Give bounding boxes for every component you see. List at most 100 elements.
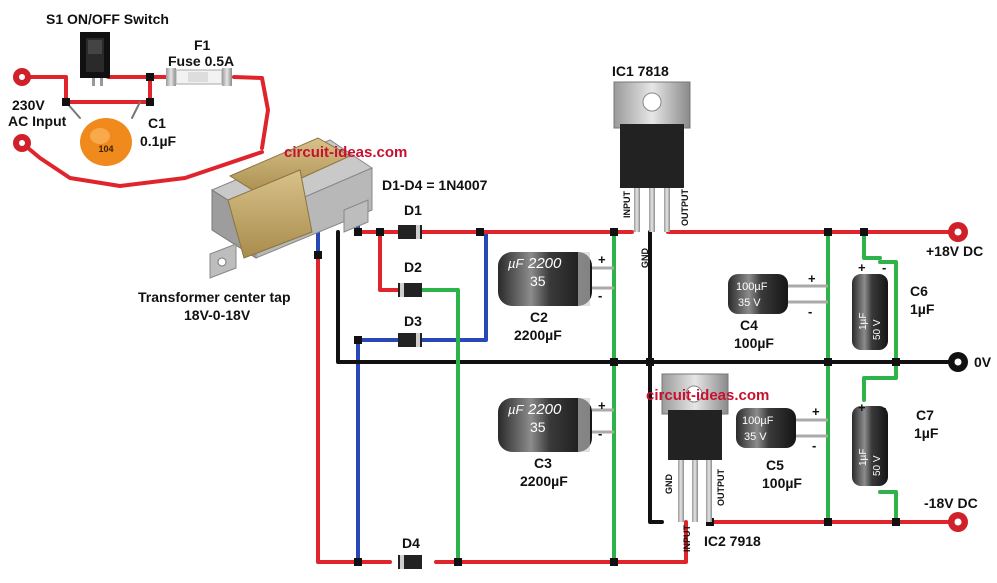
pos-output-label: +18V DC <box>926 243 983 259</box>
ic2-regulator <box>661 373 729 522</box>
c5-capvolt: 35 V <box>744 431 767 443</box>
fuse-name-label: F1 <box>194 37 211 53</box>
c3-capvolt: 35 <box>530 419 546 435</box>
watermark-top: circuit-ideas.com <box>284 144 407 161</box>
diode-d4 <box>398 555 422 569</box>
d3-label: D3 <box>404 313 422 329</box>
c6-minus: - <box>882 260 886 275</box>
ic2-gnd-pin: GND <box>664 474 674 495</box>
capacitor-c4: 100µF 35 V + - <box>728 271 828 319</box>
zero-output-label: 0V <box>974 354 992 370</box>
capacitor-c5: 100µF 35 V + - <box>736 404 828 453</box>
ic2-input-pin: INPUT <box>682 524 692 552</box>
pos-output-terminal[interactable] <box>948 222 968 242</box>
wires <box>20 75 960 564</box>
c5-plus: + <box>812 404 820 419</box>
c6-capvolt: 50 V <box>872 319 883 340</box>
transformer <box>209 137 374 279</box>
c2-value-label: 2200µF <box>514 327 562 343</box>
c6-capvalue: 1µF <box>858 313 869 330</box>
c5-capvalue: 100µF <box>742 415 774 427</box>
d1-label: D1 <box>404 202 422 218</box>
green-c7 <box>862 360 898 402</box>
c2-minus: - <box>598 288 602 303</box>
zero-output-terminal[interactable] <box>948 352 968 372</box>
c2-uf: µF <box>508 256 524 271</box>
green-d2 <box>420 288 460 564</box>
c5-name-label: C5 <box>766 457 784 473</box>
ac-input-terminal-2[interactable] <box>13 134 31 152</box>
ac-input-terminal-1[interactable] <box>13 68 31 86</box>
c5-minus: - <box>812 438 816 453</box>
c6-value-label: 1µF <box>910 301 935 317</box>
c5-value-label: 100µF <box>762 475 802 491</box>
c1-name-label: C1 <box>148 115 166 131</box>
watermark-bottom: circuit-ideas.com <box>646 387 769 404</box>
c2-name-label: C2 <box>530 309 548 325</box>
fuse-value-label: Fuse 0.5A <box>168 53 234 69</box>
green-c6 <box>862 230 882 260</box>
switch-s1[interactable] <box>80 32 110 86</box>
secondary-blue-3 <box>356 230 488 564</box>
c4-capvolt: 35 V <box>738 297 761 309</box>
outer-red-left <box>316 253 392 564</box>
ac-wire-bottom <box>20 141 264 188</box>
ic1-input-pin: INPUT <box>622 190 632 218</box>
transformer-name-label: Transformer center tap <box>138 289 291 305</box>
capacitor-c7: 1µF 50 V + - <box>852 400 888 486</box>
c1-ceramic-capacitor: 104 <box>80 118 132 166</box>
capacitor-c3: µF 2200 35 + - <box>498 398 614 452</box>
ic1-gnd-wire <box>648 230 664 524</box>
diode-d2 <box>398 283 422 297</box>
diode-d1 <box>398 225 422 239</box>
diodes-label: D1-D4 = 1N4007 <box>382 177 488 193</box>
c4-plus: + <box>808 271 816 286</box>
c6-name-label: C6 <box>910 283 928 299</box>
ic1-label: IC1 7818 <box>612 63 669 79</box>
neg-output-label: -18V DC <box>924 495 978 511</box>
c3-capvalue: 2200 <box>527 401 562 418</box>
c6-plus: + <box>858 260 866 275</box>
c7-capvalue: 1µF <box>858 449 869 466</box>
d2-red <box>378 230 400 292</box>
c3-name-label: C3 <box>534 455 552 471</box>
c4-value-label: 100µF <box>734 335 774 351</box>
c7-capvolt: 50 V <box>872 455 883 476</box>
junctions <box>62 73 900 566</box>
ac-wire-top <box>20 75 198 104</box>
c2-plus: + <box>598 252 606 267</box>
c4-minus: - <box>808 304 812 319</box>
ic2-label: IC2 7918 <box>704 533 761 549</box>
ic1-regulator <box>613 81 691 232</box>
c7-minus: - <box>882 400 886 415</box>
c7-plus: + <box>858 400 866 415</box>
ac-input-label: AC Input <box>8 113 67 129</box>
transformer-rating-label: 18V-0-18V <box>184 307 251 323</box>
ground-rail <box>336 230 960 364</box>
d4-label: D4 <box>402 535 420 551</box>
c4-name-label: C4 <box>740 317 758 333</box>
c3-uf: µF <box>508 402 524 417</box>
neg-output-terminal[interactable] <box>948 512 968 532</box>
ic2-output-pin: OUTPUT <box>716 469 726 507</box>
c2-capvolt: 35 <box>530 273 546 289</box>
green-c7-b <box>878 490 898 524</box>
diode-d3 <box>380 333 422 347</box>
capacitor-c2: µF 2200 35 + - <box>498 252 614 306</box>
ic1-gnd-pin: GND <box>640 248 650 269</box>
c4-capvalue: 100µF <box>736 281 768 293</box>
switch-label: S1 ON/OFF Switch <box>46 11 169 27</box>
ic1-output-pin: OUTPUT <box>680 189 690 227</box>
fuse-f1 <box>166 68 232 86</box>
c3-minus: - <box>598 426 602 441</box>
green-c6-b <box>878 260 898 364</box>
c7-name-label: C7 <box>916 407 934 423</box>
c3-value-label: 2200µF <box>520 473 568 489</box>
c3-plus: + <box>598 398 606 413</box>
capacitor-c6: 1µF 50 V + - <box>852 260 888 350</box>
c7-value-label: 1µF <box>914 425 939 441</box>
fuse-to-primary <box>232 75 270 150</box>
ac-voltage-label: 230V <box>12 97 45 113</box>
c1-marking: 104 <box>98 144 113 154</box>
